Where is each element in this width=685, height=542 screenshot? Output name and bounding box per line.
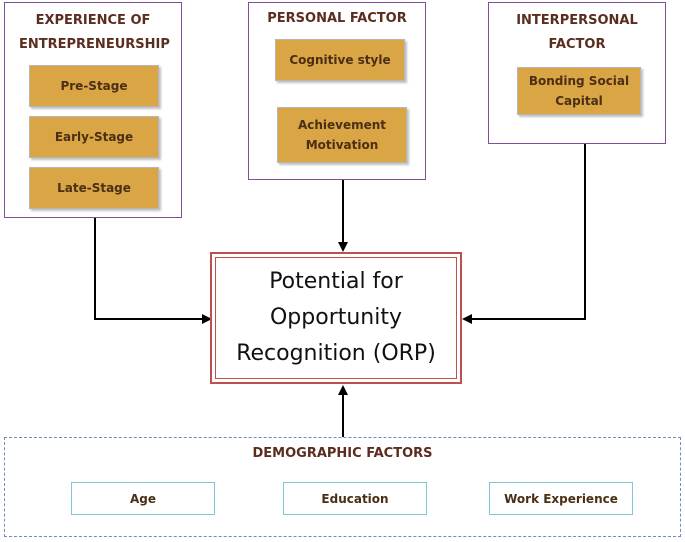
experience-group-title: EXPERIENCE OF ENTREPRENEURSHIP (19, 13, 170, 52)
arrow-interpersonal-to-orp (462, 144, 586, 324)
item-late-stage: Late-Stage (29, 167, 159, 209)
experience-group: EXPERIENCE OF ENTREPRENEURSHIP Pre-Stage… (4, 2, 182, 218)
demographic-group: DEMOGRAPHIC FACTORS Age Education Work E… (4, 437, 681, 537)
item-pre-stage: Pre-Stage (29, 65, 159, 107)
orp-box: Potential for Opportunity Recognition (O… (210, 252, 462, 384)
interpersonal-group: INTERPERSONAL FACTOR Bonding Social Capi… (488, 2, 666, 144)
demo-item-education: Education (283, 482, 427, 515)
demo-item-work-experience: Work Experience (489, 482, 633, 515)
personal-group-title: PERSONAL FACTOR (267, 11, 407, 26)
demo-item-age: Age (71, 482, 215, 515)
item-bonding-social-capital: Bonding Social Capital (517, 67, 641, 115)
item-achievement-motivation: Achievement Motivation (277, 107, 407, 163)
interpersonal-group-title: INTERPERSONAL FACTOR (516, 13, 638, 52)
arrow-experience-to-orp (94, 218, 212, 324)
personal-group: PERSONAL FACTOR Cognitive style Achievem… (248, 2, 426, 180)
item-early-stage: Early-Stage (29, 116, 159, 158)
orp-label: Potential for Opportunity Recognition (O… (215, 257, 457, 379)
demographic-group-title: DEMOGRAPHIC FACTORS (252, 446, 433, 461)
item-cognitive-style: Cognitive style (275, 39, 405, 81)
